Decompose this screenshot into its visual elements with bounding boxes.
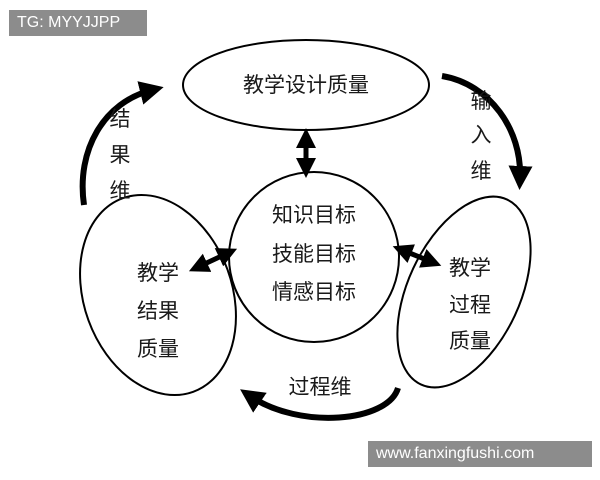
input-dim-char1: 输 (471, 89, 492, 113)
process-quality-ellipse (396, 195, 532, 389)
input-dim-char3: 维 (471, 159, 492, 183)
goal-emotion-label: 情感目标 (272, 280, 356, 304)
result-quality-ellipse (79, 193, 237, 397)
process-dim-label: 过程维 (289, 375, 352, 399)
result-quality-line2: 结果 (137, 299, 179, 323)
process-quality-line1: 教学 (449, 256, 491, 280)
process-quality-line3: 质量 (449, 329, 491, 353)
process-quality-line2: 过程 (449, 293, 491, 317)
input-dim-char2: 入 (471, 123, 492, 147)
goal-knowledge-label: 知识目标 (272, 203, 356, 227)
arrow-result-dimension (79, 81, 164, 206)
watermark-top-left: TG: MYYJJPP (9, 10, 147, 36)
watermark-bottom-right: www.fanxingfushi.com (368, 441, 592, 467)
goal-skill-label: 技能目标 (272, 242, 356, 266)
arrow-input-dimension (441, 73, 533, 190)
design-quality-label: 教学设计质量 (243, 73, 369, 97)
result-dim-char1: 结 (110, 107, 131, 131)
arrow-process-center (392, 244, 442, 268)
result-quality-line3: 质量 (137, 337, 179, 361)
result-dim-char2: 果 (110, 143, 131, 167)
arrow-result-center (188, 248, 238, 272)
result-quality-line1: 教学 (137, 261, 179, 285)
result-dim-char3: 维 (110, 179, 131, 203)
arrow-process-dimension (240, 386, 401, 421)
